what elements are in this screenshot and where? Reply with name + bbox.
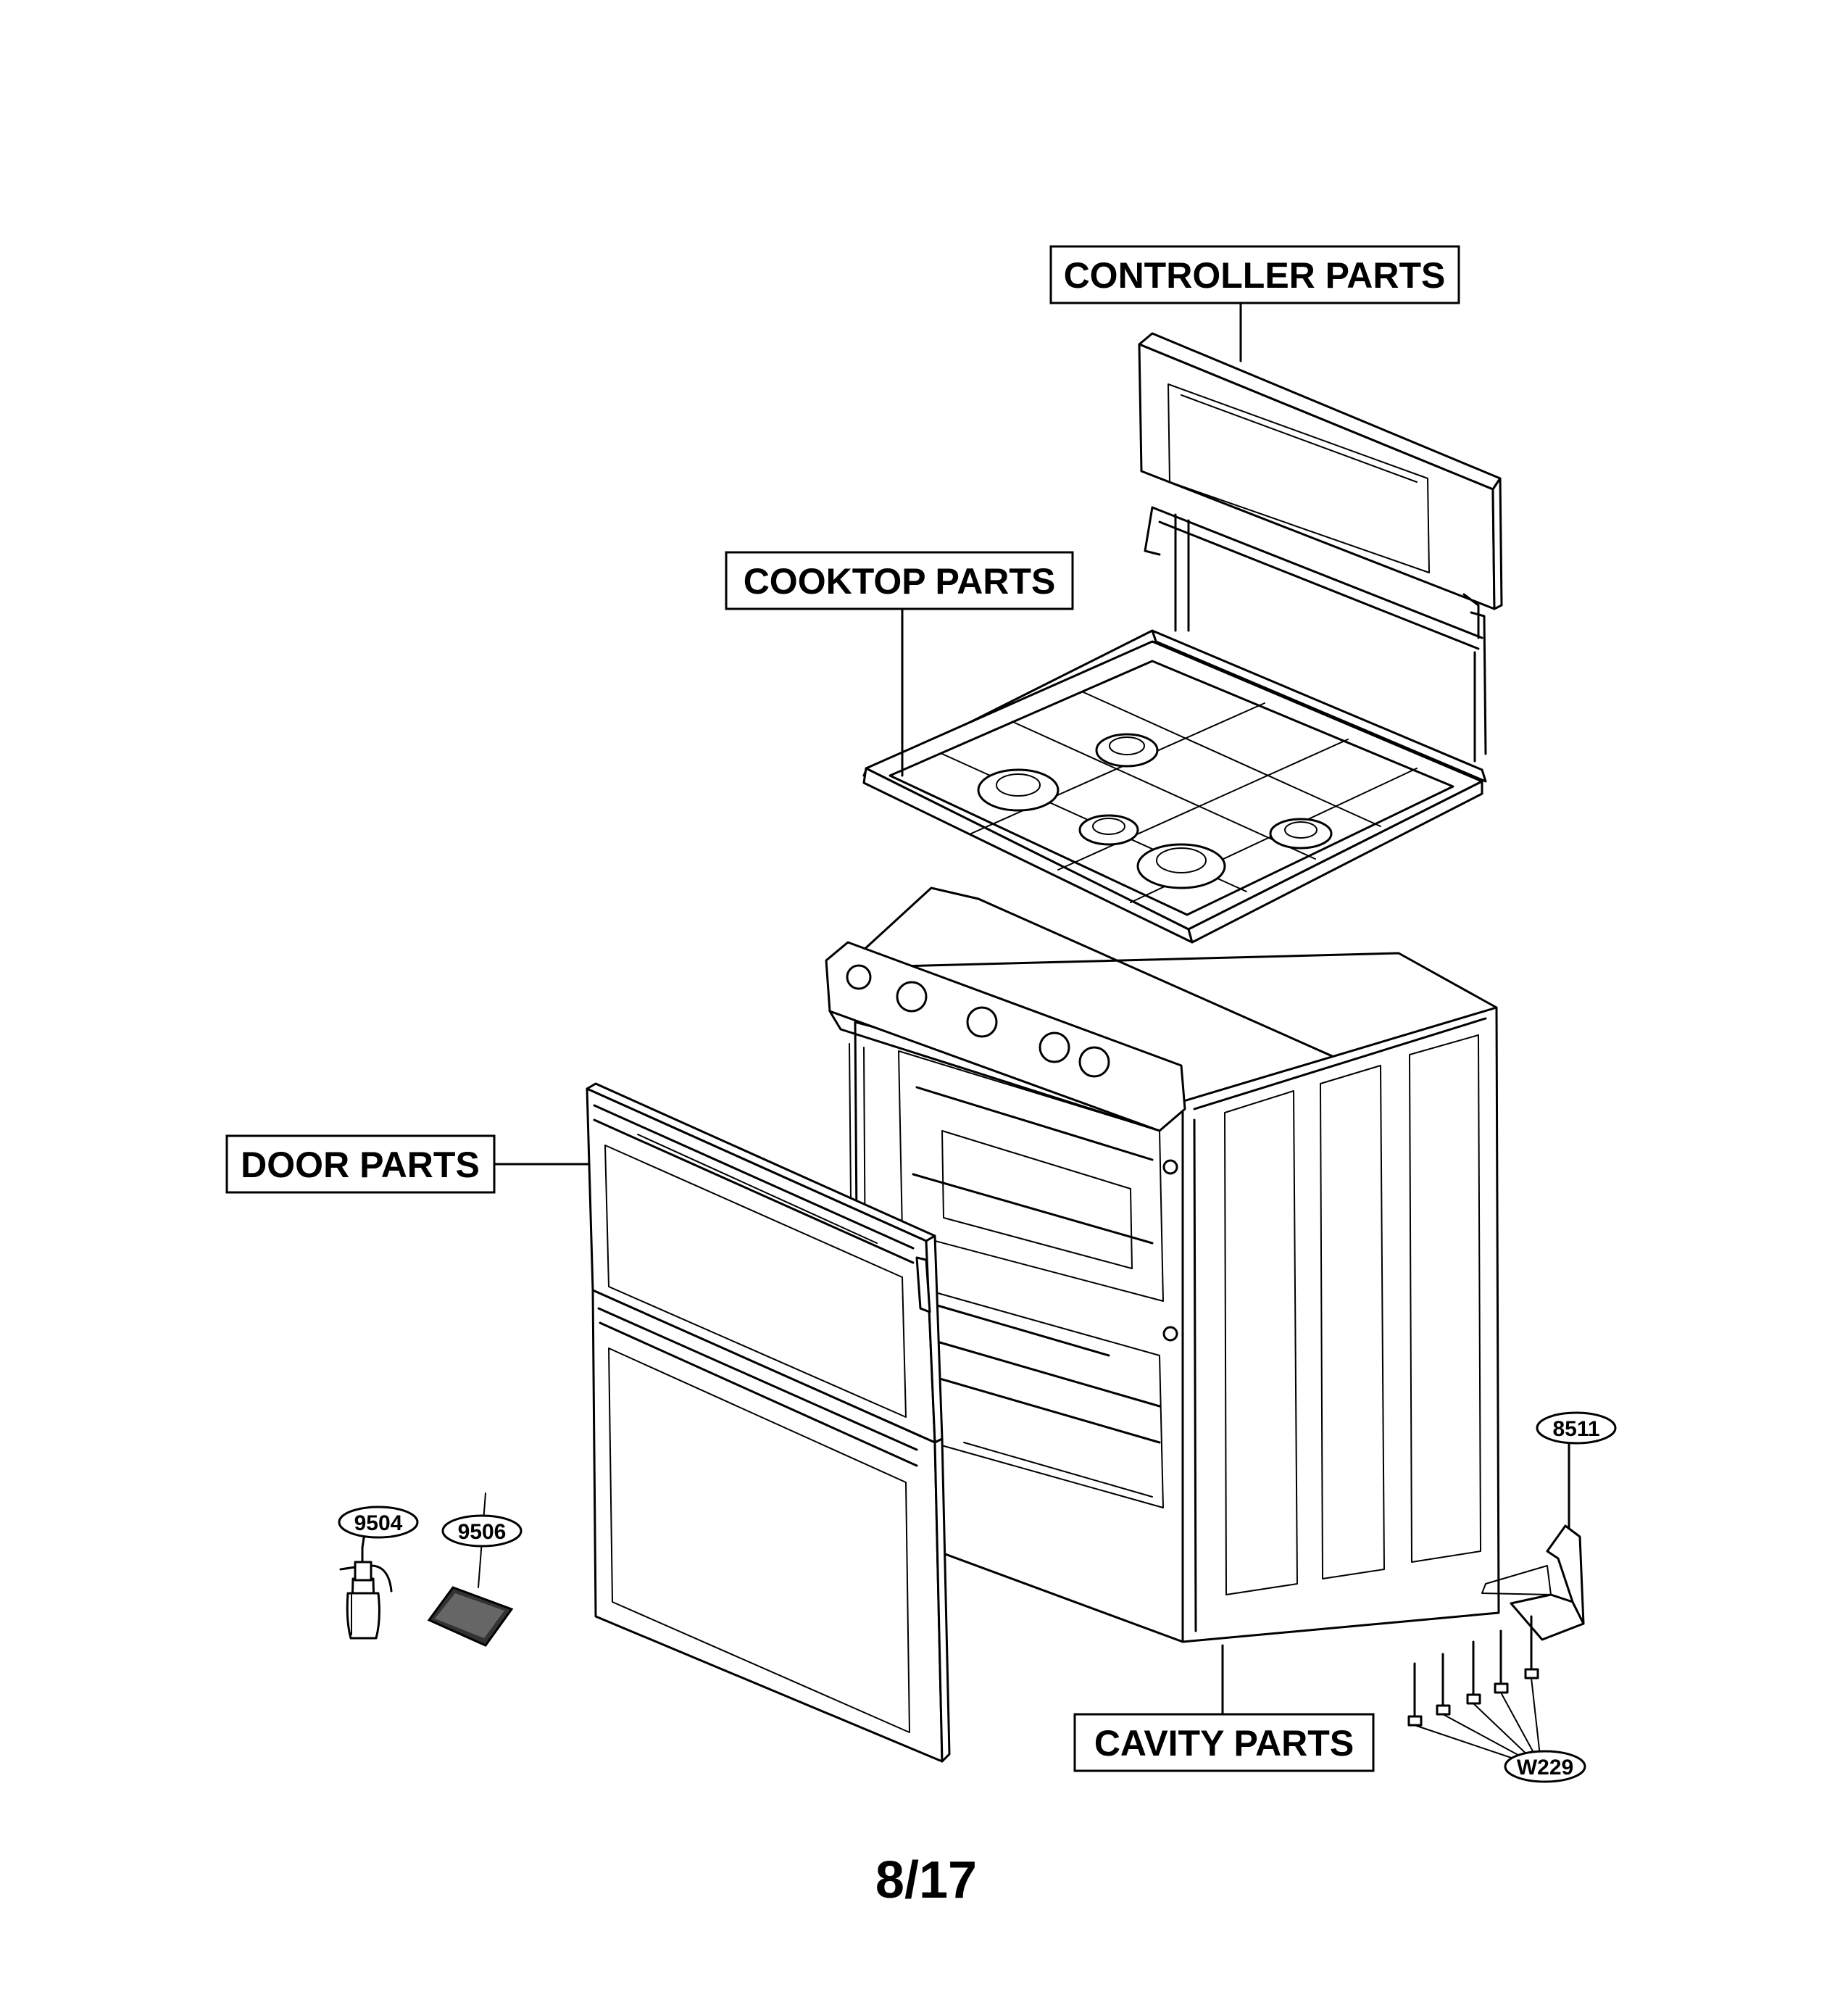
cooktop-parts-box bbox=[725, 551, 1074, 610]
screws-drawing bbox=[1407, 1615, 1541, 1766]
anti-tip-bracket-drawing bbox=[1481, 1524, 1585, 1641]
cooktop-drawing bbox=[862, 629, 1487, 944]
callout-w229-text: W229 bbox=[1517, 1756, 1573, 1780]
cooktop-parts-text: COOKTOP PARTS bbox=[744, 561, 1056, 602]
callout-8511-text: 8511 bbox=[1552, 1417, 1599, 1441]
controller-parts-box bbox=[1049, 245, 1460, 304]
cleaner-bottle-drawing bbox=[339, 1546, 393, 1640]
cavity-parts-box bbox=[1073, 1713, 1375, 1772]
page-number: 8/17 bbox=[875, 1851, 977, 1909]
controller-panel-drawing bbox=[1138, 332, 1503, 763]
door-parts-label[interactable]: DOOR PARTS bbox=[225, 1134, 496, 1194]
callout-9504-oval bbox=[338, 1506, 419, 1539]
door-parts-text: DOOR PARTS bbox=[241, 1145, 480, 1185]
callout-w229[interactable]: W229 bbox=[1504, 1750, 1586, 1783]
callout-9506-oval bbox=[441, 1514, 523, 1548]
cavity-parts-label[interactable]: CAVITY PARTS bbox=[1073, 1713, 1375, 1772]
door-drawing bbox=[586, 1082, 951, 1763]
callout-9506[interactable]: 9506 bbox=[441, 1514, 523, 1548]
callout-w229-oval bbox=[1504, 1750, 1586, 1783]
callout-8511[interactable]: 8511 bbox=[1536, 1411, 1617, 1445]
callout-9506-text: 9506 bbox=[458, 1520, 507, 1544]
callout-8511-oval bbox=[1536, 1411, 1617, 1445]
callout-9504-text: 9504 bbox=[354, 1511, 403, 1535]
callout-9504[interactable]: 9504 bbox=[338, 1506, 419, 1539]
controller-parts-text: CONTROLLER PARTS bbox=[1064, 255, 1446, 296]
cooktop-parts-label[interactable]: COOKTOP PARTS bbox=[725, 551, 1074, 610]
scrub-pad-drawing bbox=[427, 1492, 514, 1647]
door-parts-box bbox=[225, 1134, 496, 1194]
range-body-drawing bbox=[825, 886, 1500, 1643]
controller-parts-label[interactable]: CONTROLLER PARTS bbox=[1049, 245, 1460, 304]
cavity-parts-text: CAVITY PARTS bbox=[1094, 1723, 1354, 1764]
